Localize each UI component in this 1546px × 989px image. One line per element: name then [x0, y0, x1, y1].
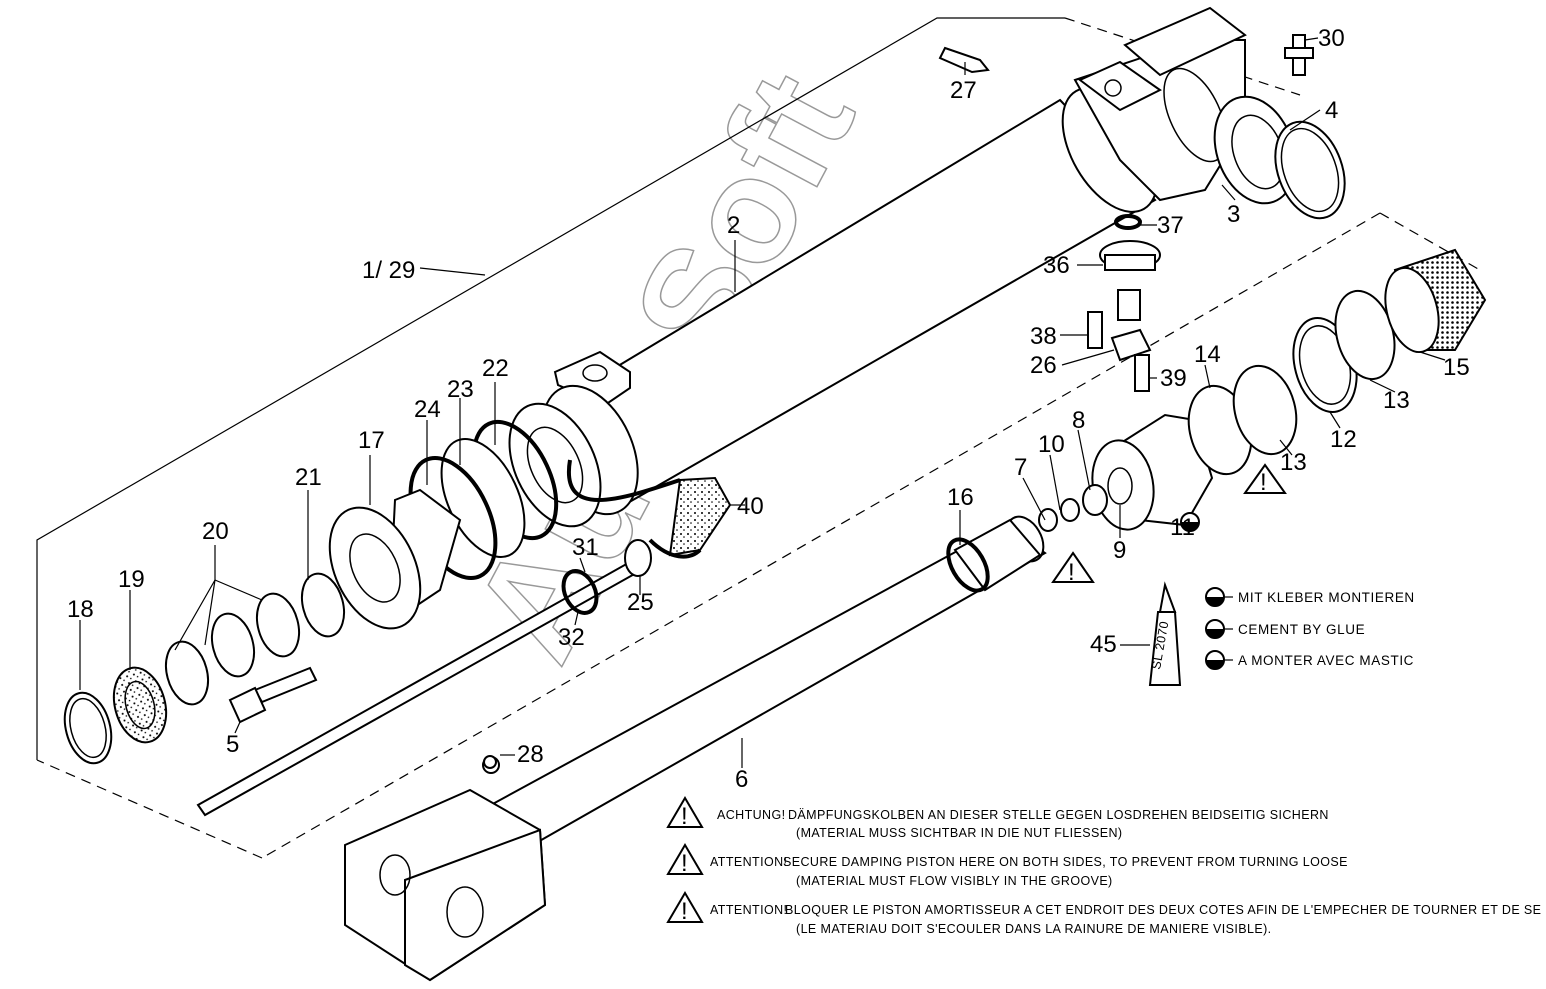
leader-lines [79, 37, 1446, 768]
label-27: 27 [950, 77, 977, 104]
label-16: 16 [947, 484, 974, 511]
label-21: 21 [295, 464, 322, 491]
label-38: 38 [1030, 323, 1057, 350]
label-26: 26 [1030, 352, 1057, 379]
label-17: 17 [358, 427, 385, 454]
label-25: 25 [627, 589, 654, 616]
part-number-labels: 1/ 29 2 3 4 5 6 7 8 9 10 11 12 13 13 14 … [67, 25, 1470, 793]
piston-rod [344, 515, 1047, 982]
grease-nipple [1284, 34, 1314, 76]
warning-2-line2: (MATERIAL MUST FLOW VISIBLY IN THE GROOV… [796, 874, 1113, 888]
warning-2-prefix: ATTENTION! [710, 855, 787, 869]
cylinder-head-parts [63, 419, 559, 765]
warning-3-prefix: ATTENTION! [710, 903, 787, 917]
legend-de: MIT KLEBER MONTIEREN [1238, 590, 1415, 605]
label-32: 32 [558, 624, 585, 651]
label-18: 18 [67, 596, 94, 623]
svg-text:!: ! [681, 803, 688, 830]
label-8: 8 [1072, 407, 1085, 434]
legend-fr: A MONTER AVEC MASTIC [1238, 653, 1414, 668]
warning-1-prefix: ACHTUNG! [717, 808, 785, 822]
svg-text:!: ! [1260, 469, 1267, 496]
label-19: 19 [118, 566, 145, 593]
label-13a: 13 [1280, 449, 1307, 476]
label-2: 2 [727, 212, 740, 239]
label-12: 12 [1330, 426, 1357, 453]
legend-symbols [1180, 512, 1233, 670]
bolt [228, 666, 318, 724]
label-37: 37 [1157, 212, 1184, 239]
label-4: 4 [1325, 97, 1338, 124]
label-28: 28 [517, 741, 544, 768]
warning-1-line2: (MATERIAL MUSS SICHTBAR IN DIE NUT FLIES… [796, 826, 1122, 840]
label-30: 30 [1318, 25, 1345, 52]
adhesive-tube: SL 2070 [1148, 581, 1182, 686]
label-3: 3 [1227, 201, 1240, 228]
label-13b: 13 [1383, 387, 1410, 414]
label-5: 5 [226, 731, 239, 758]
label-1-29: 1/ 29 [362, 257, 415, 284]
label-7: 7 [1014, 454, 1027, 481]
adhesive-legend: MIT KLEBER MONTIEREN CEMENT BY GLUE A MO… [1238, 590, 1415, 668]
label-31: 31 [572, 534, 599, 561]
label-9: 9 [1113, 537, 1126, 564]
piston-assembly [1038, 248, 1487, 532]
warning-3-line2: (LE MATERIAU DOIT S'ECOULER DANS LA RAIN… [796, 922, 1272, 936]
label-36: 36 [1043, 252, 1070, 279]
label-24: 24 [414, 396, 441, 423]
label-39: 39 [1160, 365, 1187, 392]
rear-bearing-parts [1213, 95, 1346, 220]
valve-parts [1087, 214, 1161, 392]
svg-text:!: ! [681, 898, 688, 925]
part-warning-icons: ! ! [1051, 463, 1287, 586]
label-15: 15 [1443, 354, 1470, 381]
label-22: 22 [482, 355, 509, 382]
warning-2-line1: SECURE DAMPING PISTON HERE ON BOTH SIDES… [783, 855, 1348, 869]
label-6: 6 [735, 766, 748, 793]
svg-text:!: ! [1068, 559, 1075, 586]
warning-3-line1: BLOQUER LE PISTON AMORTISSEUR A CET ENDR… [785, 903, 1546, 917]
label-14: 14 [1194, 341, 1221, 368]
label-10: 10 [1038, 431, 1065, 458]
hose-and-fittings [483, 459, 732, 769]
label-40: 40 [737, 493, 764, 520]
legend-en: CEMENT BY GLUE [1238, 622, 1365, 637]
pin [938, 46, 990, 74]
warning-notes: ! ACHTUNG! DÄMPFUNGSKOLBEN AN DIESER STE… [666, 796, 1546, 936]
label-20: 20 [202, 518, 229, 545]
cylinder-barrel [543, 6, 1247, 514]
warning-1-line1: DÄMPFUNGSKOLBEN AN DIESER STELLE GEGEN L… [788, 808, 1329, 822]
label-11: 11 [1170, 514, 1195, 541]
label-45: 45 [1090, 631, 1117, 658]
svg-text:!: ! [681, 850, 688, 877]
label-23: 23 [447, 376, 474, 403]
